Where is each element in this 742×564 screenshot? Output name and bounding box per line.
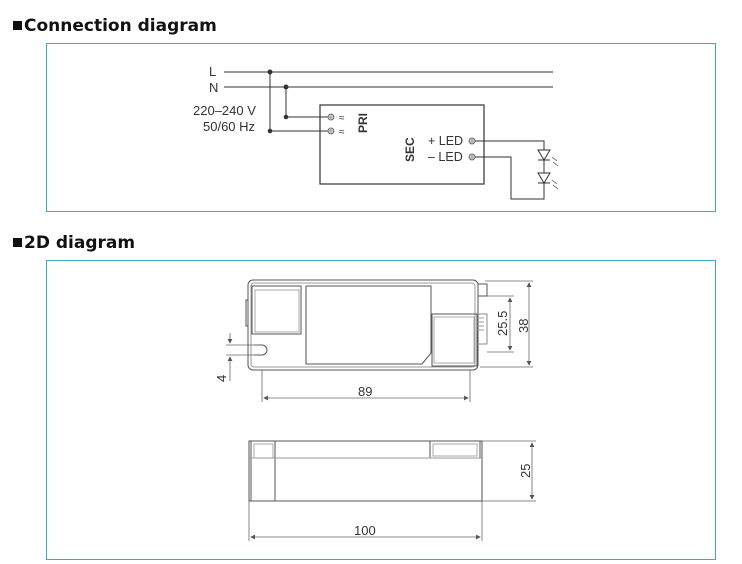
right-lug — [478, 283, 488, 297]
dim-25-label: 25 — [518, 464, 533, 478]
top-view-body-outline — [247, 279, 479, 371]
led-plus-label: + LED — [428, 134, 463, 148]
sec-label: SEC — [403, 137, 417, 162]
connection-diagram — [224, 69, 559, 200]
led-minus-wire — [475, 156, 545, 200]
connection-diagram-heading: Connection diagram — [13, 16, 217, 36]
left-terminal-inner — [254, 289, 300, 333]
n-label: N — [209, 80, 218, 95]
pri-terminal-2 — [327, 127, 335, 135]
side-view-dim-labels: 100 25 — [354, 464, 533, 538]
voltage-label: 220–240 V — [193, 103, 256, 118]
top-view-dimensions — [226, 280, 533, 402]
side-view-left-step — [253, 443, 274, 459]
driver-box — [319, 104, 485, 185]
side-view-dimensions — [248, 440, 536, 541]
side-view-body — [248, 440, 483, 502]
frequency-label: 50/60 Hz — [203, 119, 255, 134]
led-diode-icon — [537, 172, 551, 184]
dim-89-label: 89 — [358, 384, 372, 399]
right-notch — [477, 313, 488, 345]
led-diode-icon — [537, 149, 551, 161]
l-label: L — [209, 64, 216, 79]
left-lug — [245, 299, 248, 327]
dim-25-5-label: 25.5 — [495, 311, 510, 336]
connection-labels: L N 220–240 V 50/60 Hz ≈ ≈ PRI SEC + LED… — [193, 64, 463, 164]
square-bullet-icon — [13, 238, 22, 247]
pri-terminal-1 — [327, 113, 335, 121]
side-view-drawing — [248, 440, 483, 502]
output-pins — [477, 317, 484, 331]
sec-terminal-plus — [468, 137, 476, 145]
connection-diagram-title: Connection diagram — [24, 16, 217, 36]
2d-diagram-title: 2D diagram — [24, 233, 136, 253]
junction-dot — [283, 114, 289, 120]
dim-38-label: 38 — [516, 319, 531, 333]
side-view-left-block — [250, 440, 276, 502]
ac-symbol-1: ≈ — [339, 113, 345, 124]
led-minus-label: – LED — [428, 150, 463, 164]
n-feed-wire — [285, 87, 328, 118]
2d-diagram-heading: 2D diagram — [13, 233, 135, 253]
ac-symbol-2: ≈ — [339, 127, 345, 138]
junction-dot — [267, 128, 273, 134]
top-view-drawing — [245, 279, 488, 371]
right-terminal-block — [431, 313, 478, 367]
top-view-dim-labels: 89 38 25.5 4 — [214, 311, 531, 399]
2d-diagram-panel — [46, 260, 716, 560]
sec-terminal-minus — [468, 153, 476, 161]
center-label-area — [305, 285, 432, 365]
left-terminal-block — [251, 285, 302, 335]
pri-label: PRI — [356, 113, 370, 133]
light-rays-icon — [551, 156, 559, 190]
led-plus-wire — [475, 140, 545, 150]
dim-4-label: 4 — [214, 375, 229, 382]
square-bullet-icon — [13, 21, 22, 30]
mounting-hole — [254, 344, 268, 356]
l-feed-wire — [269, 72, 328, 132]
top-view-body-inner — [250, 282, 476, 368]
side-view-right-step — [432, 443, 478, 457]
dim-100-label: 100 — [354, 523, 376, 538]
right-terminal-inner — [433, 316, 475, 364]
